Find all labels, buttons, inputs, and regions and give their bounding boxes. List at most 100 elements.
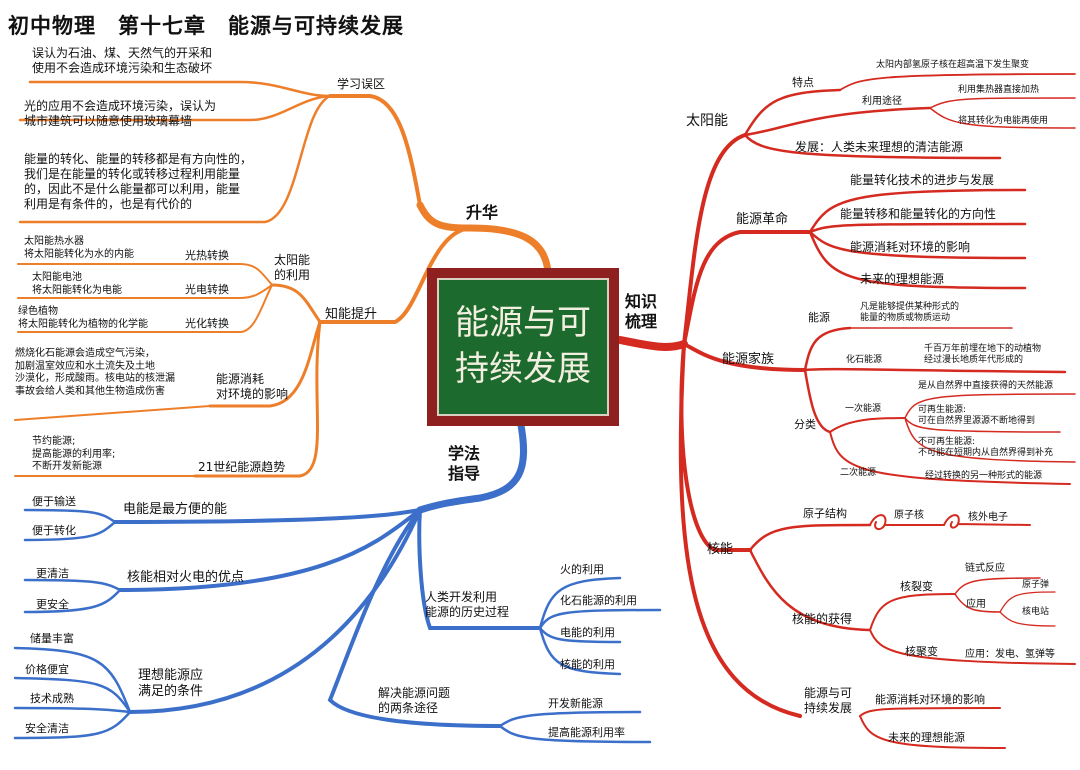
trend-desc: 节约能源; 提高能源的利用率; 不断开发新能源	[32, 436, 116, 472]
revolution-item1-line	[808, 188, 1027, 234]
solar-use-line	[743, 106, 932, 137]
fission-app-label: 应用	[966, 599, 986, 610]
sustain-item2-line	[859, 715, 1006, 749]
fission-bomb-line	[999, 591, 1056, 613]
electric-label: 电能是最方便的能	[123, 502, 228, 517]
nuclear-adv-item-1: 更清洁	[36, 567, 69, 580]
primary-label: 一次能源	[845, 404, 882, 414]
misconception-item-3: 能量的转化、能量的转移都是有方向性的， 我们是在能量的转化或转移过程利用能量 的…	[24, 152, 253, 211]
solar-feature-line	[743, 88, 842, 137]
power-plant-label: 核电站	[1022, 607, 1050, 617]
history-item-1: 火的利用	[560, 563, 604, 576]
solar-use-label-k: 利用途径	[862, 96, 902, 107]
electric-item2-line	[23, 520, 117, 542]
photothermal-label: 光热转换	[185, 249, 229, 262]
revolution-branch	[682, 230, 812, 346]
family-label: 能源家族	[722, 352, 775, 367]
fission-line	[869, 593, 956, 631]
history-label: 人类开发利用 能源的历史过程	[425, 590, 510, 619]
nuclear-branch	[679, 342, 752, 552]
knowledge-main-branch	[616, 336, 688, 351]
misconception-item-1: 误认为石油、煤、天然气的开采和 使用不会造成环境污染和生态破坏	[32, 46, 213, 75]
family-fossil-desc: 千百万年前埋在地下的动植物 经过漫长地质年代形成的	[924, 344, 1042, 366]
nuclear-obtain-line	[748, 548, 872, 632]
ideal-item-1: 储量丰富	[30, 632, 74, 645]
ideal-item3-line	[13, 706, 132, 714]
electric-branch	[113, 508, 422, 524]
method-label: 学法 指导	[448, 444, 481, 483]
revolution-item-1: 能量转化技术的进步与发展	[850, 173, 995, 187]
electric-item1-line	[23, 508, 117, 524]
ideal-item2-line	[13, 676, 132, 714]
classify-label: 分类	[794, 418, 816, 431]
solutions-item-1: 开发新能源	[548, 697, 603, 710]
solutions-item1-line	[498, 710, 642, 728]
nuclear-adv-branch	[118, 508, 422, 592]
primary-desc-line	[904, 393, 1076, 419]
solar-use-label: 太阳能 的利用	[274, 253, 311, 282]
nuclear-atom-knot	[869, 514, 887, 530]
env-impact-label: 能源消耗 对环境的影响	[216, 372, 289, 401]
knowledge-label: 知识 梳理	[625, 292, 658, 331]
fission-chain-line	[954, 577, 1041, 595]
misconception-line-2	[18, 94, 332, 122]
ideal-branch	[128, 508, 422, 714]
sustain-item-1: 能源消耗对环境的影响	[875, 693, 985, 706]
ability-label: 知能提升	[325, 307, 378, 322]
misconception-line-1	[28, 80, 332, 98]
family-fossil-line	[803, 367, 1067, 374]
nuclear-electron-line	[943, 514, 1031, 529]
family-energy-line	[803, 326, 852, 372]
solar-label: 太阳能	[686, 113, 728, 129]
photovoltaic-label: 光电转换	[185, 283, 229, 296]
solar-use-item-2: 将其转化为电能再使用	[958, 116, 1049, 126]
electric-item-2: 便于转化	[32, 524, 76, 537]
primary-renewable: 可再生能源: 可在自然界里源源不断地得到	[918, 405, 1036, 427]
solar-use-item1-line	[929, 97, 1076, 109]
solar-development-line	[743, 133, 1002, 160]
family-classify-line	[803, 368, 832, 434]
knowledge-branches	[616, 73, 1076, 749]
solar-use-branch	[270, 283, 322, 324]
photovoltaic-desc: 太阳能电池 将太阳能转化为电能	[32, 272, 122, 296]
solar-use-line-3	[17, 284, 273, 333]
upgrade-branches	[14, 80, 552, 478]
classify-primary-line	[829, 417, 906, 433]
solutions-label: 解决能源问题 的两条途径	[378, 686, 451, 715]
primary-nonrenewable-line	[904, 417, 1076, 463]
history-item-4: 核能的利用	[560, 658, 615, 671]
solar-feature-desc-line	[839, 73, 1076, 91]
solar-use-line-2	[17, 284, 273, 299]
family-energy-desc: 凡是能够提供某种形式的 能量的物质或物质运动	[860, 302, 960, 324]
sustain-branch	[678, 342, 802, 718]
fusion-app-label: 应用：发电、氢弹等	[965, 649, 1055, 660]
revolution-item3-line	[808, 230, 1027, 260]
revolution-item4-line	[808, 230, 1027, 290]
solar-feature-label: 特点	[792, 76, 814, 89]
ideal-item-2: 价格便宜	[25, 663, 69, 676]
env-impact-desc: 燃烧化石能源会造成空气污染， 加剧温室效应和水土流失及土地 沙漠化，形成酸雨。核…	[15, 348, 175, 397]
atom-bomb-label: 原子弹	[1022, 580, 1050, 590]
revolution-item-3: 能源消耗对环境的影响	[850, 240, 971, 254]
fission-app-line	[954, 593, 1001, 613]
history-branch	[417, 508, 542, 630]
nuclear-atom-line	[748, 523, 872, 552]
env-branch	[208, 320, 322, 408]
nuclear-adv-label: 核能相对火电的优点	[127, 570, 245, 585]
trend-branch	[193, 320, 322, 478]
revolution-item-2: 能量转移和能量转化的方向性	[840, 207, 997, 221]
trend-label: 21世纪能源趋势	[198, 460, 286, 474]
history-item3-line	[538, 626, 622, 644]
obtain-label: 核能的获得	[792, 612, 853, 626]
nuclear-label: 核能	[707, 542, 734, 557]
ability-branch	[318, 226, 472, 324]
ideal-item1-line	[13, 646, 132, 714]
solar-use-item-1: 利用集热器直接加热	[958, 85, 1040, 95]
misconception-line-3	[18, 94, 332, 224]
fusion-line	[869, 629, 1076, 665]
fission-plant-line	[999, 611, 1056, 627]
upgrade-label: 升华	[466, 203, 499, 222]
primary-nonrenewable: 不可再生能源: 不可能在短期内从自然界得到补充	[918, 437, 1054, 459]
sustain-label: 能源与可 持续发展	[804, 686, 853, 715]
